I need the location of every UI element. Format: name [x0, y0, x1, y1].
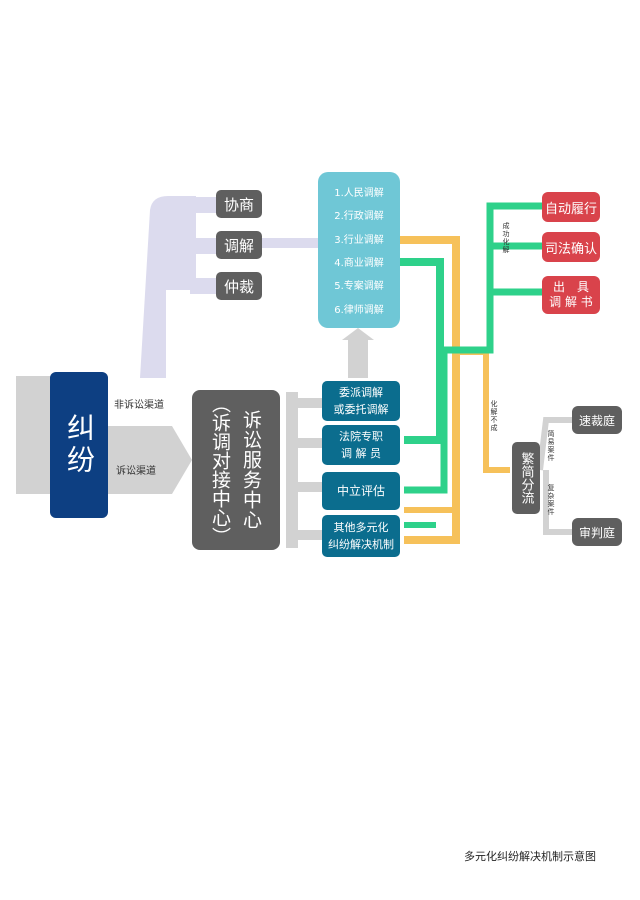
service-branch-2	[286, 438, 322, 448]
service-branch-1	[286, 398, 322, 408]
mediation-label: 调解	[223, 236, 254, 255]
mediation-type-item: 4.商业调解	[334, 258, 384, 270]
center-sub: （诉调对接中心）	[209, 394, 231, 546]
service-item-line1: 中立评估	[336, 483, 385, 498]
mediation-type-item: 5.专案调解	[334, 281, 384, 293]
litigation-label: 诉讼渠道	[116, 466, 156, 477]
service-item-line2: 调 解 员	[341, 447, 381, 460]
service-item-line1: 法院专职	[339, 430, 383, 443]
service-branch-3	[286, 482, 322, 492]
non-litigation-branch-3	[190, 278, 216, 294]
non-litigation-branch-1	[190, 197, 216, 213]
fail-label: 化解不成	[490, 400, 498, 432]
diversion-label: 繁简分流	[518, 452, 534, 504]
mediation-connector	[262, 238, 318, 248]
success-label: 成功化解	[502, 222, 510, 254]
diagram-caption: 多元化纠纷解决机制示意图	[464, 850, 596, 863]
dispute-label: 纠纷	[63, 413, 96, 477]
arbitration-label: 仲裁	[223, 277, 254, 296]
diversion-box: 繁简分流	[512, 442, 540, 514]
non-litigation-branch-2	[190, 238, 216, 254]
litigation-channel-arrow	[108, 426, 192, 494]
service-item-other-mechanisms: 其他多元化 纠纷解决机制	[322, 515, 400, 557]
outcome-label-line1: 出 具	[552, 280, 589, 294]
mediation-types-panel: 1.人民调解 2.行政调解 3.行业调解 4.商业调解 5.专案调解 6.律师调…	[318, 172, 400, 328]
non-litigation-channel-arrow	[108, 196, 196, 378]
negotiation-label: 协商	[223, 195, 254, 214]
service-item-court-mediator: 法院专职 调 解 员	[322, 425, 400, 465]
service-item-line1: 其他多元化	[333, 521, 389, 534]
outcome-auto-performance: 自动履行	[542, 192, 600, 222]
mediation-type-item: 3.行业调解	[334, 234, 384, 246]
service-item-neutral-evaluation: 中立评估	[322, 472, 400, 510]
complex-case-label: 复杂案件	[547, 484, 555, 516]
non-litigation-label: 非诉讼渠道	[114, 400, 164, 411]
outcome-judicial-confirmation: 司法确认	[542, 232, 600, 262]
mediation-type-item: 2.行政调解	[334, 211, 384, 223]
service-item-line2: 纠纷解决机制	[328, 538, 394, 551]
service-spine	[286, 392, 298, 548]
trial-court-box: 审判庭	[572, 518, 622, 546]
service-branch-4	[286, 530, 322, 540]
outcome-label-line2: 调 解 书	[549, 295, 593, 309]
dispute-box: 纠纷	[50, 372, 108, 518]
court-label: 审判庭	[578, 525, 615, 540]
fail-flow-line	[400, 236, 460, 544]
center-name: 诉讼服务中心	[240, 410, 262, 530]
service-item-line2: 或委托调解	[333, 403, 389, 416]
arbitration-box: 仲裁	[216, 272, 262, 300]
court-label: 速裁庭	[578, 413, 615, 428]
outcome-label: 司法确认	[544, 241, 597, 257]
mediation-type-item: 1.人民调解	[334, 188, 384, 200]
summary-court-box: 速裁庭	[572, 406, 622, 434]
negotiation-box: 协商	[216, 190, 262, 218]
mediation-type-item: 6.律师调解	[334, 304, 384, 316]
success-flow-line	[400, 258, 444, 444]
service-item-line1: 委派调解	[339, 386, 383, 399]
up-connector-arrow	[342, 328, 374, 378]
simple-case-label: 简易案件	[547, 430, 555, 462]
mediation-box: 调解	[216, 231, 262, 259]
fail-branch	[456, 349, 510, 473]
court-connector	[537, 417, 572, 535]
litigation-service-center: 诉讼服务中心 （诉调对接中心）	[192, 390, 280, 550]
outcome-label: 自动履行	[544, 201, 597, 217]
service-item-entrusted-mediation: 委派调解 或委托调解	[322, 381, 400, 421]
outcome-mediation-document: 出 具 调 解 书	[542, 276, 600, 314]
success-branch-1	[404, 202, 542, 494]
